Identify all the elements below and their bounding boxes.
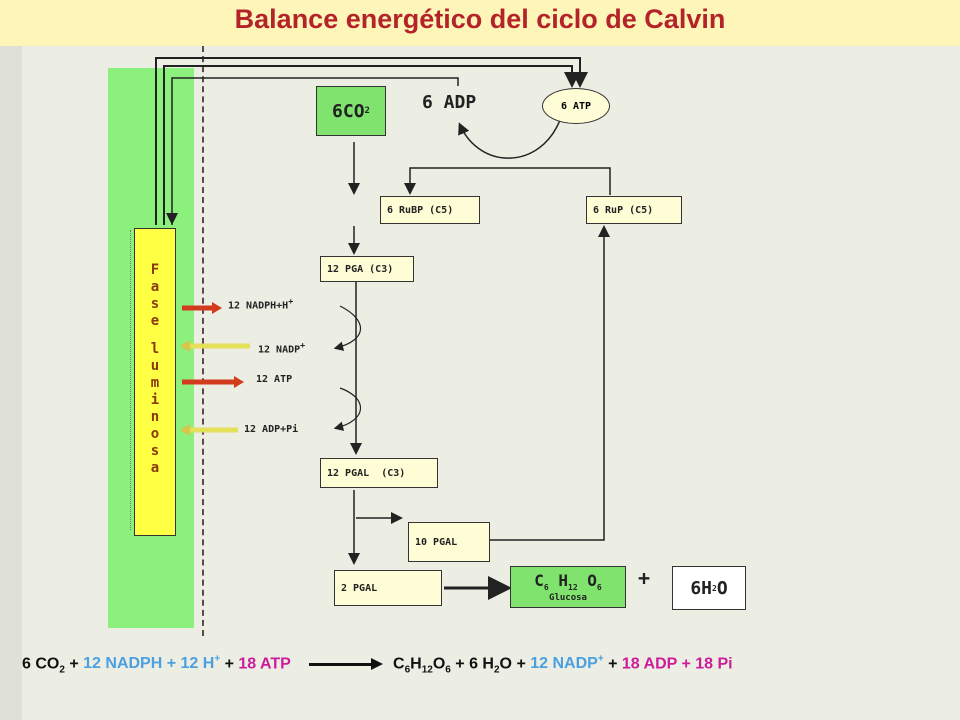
- pga-label: 12 PGA: [327, 263, 364, 275]
- eq-arrow-head: [371, 658, 384, 671]
- fase-letter: l: [150, 341, 160, 357]
- eq-arrow-line: [309, 662, 372, 666]
- eq-plus: +: [64, 655, 84, 673]
- eq-plus: +: [220, 655, 239, 673]
- page-title: Balance energético del ciclo de Calvin: [234, 4, 726, 34]
- eq-h2o-sub: 2: [493, 664, 500, 676]
- eq-h-sub: 12: [421, 664, 433, 676]
- pgal-box: 12 PGAL (C3): [320, 458, 438, 488]
- eq-adp: 18 ADP + 18 Pi: [621, 655, 733, 673]
- co2-sub: 2: [364, 106, 370, 116]
- fase-letter: s: [150, 443, 160, 459]
- eq-o: O: [432, 655, 446, 673]
- fase-letter: n: [150, 409, 160, 425]
- glucosa-h-sub: 12: [568, 583, 578, 593]
- dotted-guide: [130, 230, 131, 530]
- adp-pi-label: 12 ADP+Pi: [244, 424, 299, 435]
- eq-h-sup: +: [214, 654, 221, 665]
- eq-h: H: [410, 655, 422, 673]
- nadph-sup: +: [288, 296, 294, 306]
- h2o-post: O: [716, 577, 728, 599]
- co2-label: 6CO: [332, 100, 365, 122]
- eq-atp: 18 ATP: [238, 655, 291, 673]
- fase-letter: a: [150, 460, 160, 476]
- eq-c: C: [393, 655, 405, 673]
- nadp-label: 12 NADP+: [258, 340, 305, 355]
- h2o-pre: 6H: [690, 577, 712, 599]
- eq-plus: +: [512, 655, 531, 673]
- eq-co2-sub: 2: [59, 664, 65, 676]
- atp-ellipse: 6 ATP: [542, 88, 610, 124]
- plus-sign: +: [638, 566, 651, 590]
- nadp-text: 12 NADP: [258, 344, 301, 356]
- eq-o-sub: 6: [445, 664, 451, 676]
- eq-h2o: + 6 H: [450, 655, 494, 673]
- adp-label: 6 ADP: [422, 92, 477, 113]
- pga-box: 12 PGA (C3): [320, 256, 414, 282]
- fase-luminosa-box: [134, 228, 176, 536]
- fase-letter: e: [150, 313, 160, 329]
- eq-plus: +: [603, 655, 622, 673]
- fase-letter: o: [150, 426, 160, 442]
- pgal10-box: 10 PGAL: [408, 522, 490, 562]
- eq-nadp: 12 NADP+: [530, 654, 604, 673]
- pgal-label: 12 PGAL: [327, 467, 370, 479]
- glucosa-c-sub: 6: [543, 583, 549, 593]
- pgal2-box: 2 PGAL: [334, 570, 442, 606]
- eq-nadph-text: 12 NADPH + 12 H: [83, 655, 215, 673]
- fase-letter: i: [150, 392, 160, 408]
- nadph-label: 12 NADPH+H+: [228, 296, 293, 311]
- rup-box: 6 RuP (C5): [586, 196, 682, 224]
- glucosa-formula: C6 H12 O6: [534, 571, 602, 592]
- fase-letter: s: [150, 296, 160, 312]
- balance-equation: 6 CO2 + 12 NADPH + 12 H+ + 18 ATP C6H12O…: [22, 654, 952, 676]
- eq-co2: 6 CO: [22, 655, 60, 673]
- pgal-c3: (C3): [381, 467, 406, 479]
- title-bar: [0, 0, 960, 46]
- eq-nadph: 12 NADPH + 12 H+: [83, 654, 221, 673]
- fase-letter: F: [150, 262, 160, 278]
- glucosa-label: Glucosa: [549, 592, 587, 603]
- dashed-separator: [202, 46, 204, 636]
- glucosa-h: H: [558, 571, 568, 591]
- eq-nadp-text: 12 NADP: [530, 655, 598, 673]
- fase-letter: m: [150, 375, 160, 391]
- h2o-sub: 2: [712, 583, 717, 593]
- pga-c3: (C3): [369, 263, 394, 275]
- fase-letter: u: [150, 358, 160, 374]
- nadph-text: 12 NADPH+H: [228, 300, 289, 312]
- nadp-sup: +: [300, 340, 306, 350]
- glucosa-o-sub: 6: [596, 583, 602, 593]
- glucosa-c: C: [534, 571, 544, 591]
- rubp-box: 6 RuBP (C5): [380, 196, 480, 224]
- eq-c-sub: 6: [404, 664, 411, 676]
- glucosa-box: C6 H12 O6 Glucosa: [510, 566, 626, 608]
- left-strip: [0, 46, 22, 720]
- eq-h2o-o: O: [499, 655, 512, 673]
- glucosa-o: O: [587, 571, 597, 591]
- eq-nadp-sup: +: [597, 654, 604, 665]
- atp-side-label: 12 ATP: [256, 374, 293, 385]
- fase-letter: a: [150, 279, 160, 295]
